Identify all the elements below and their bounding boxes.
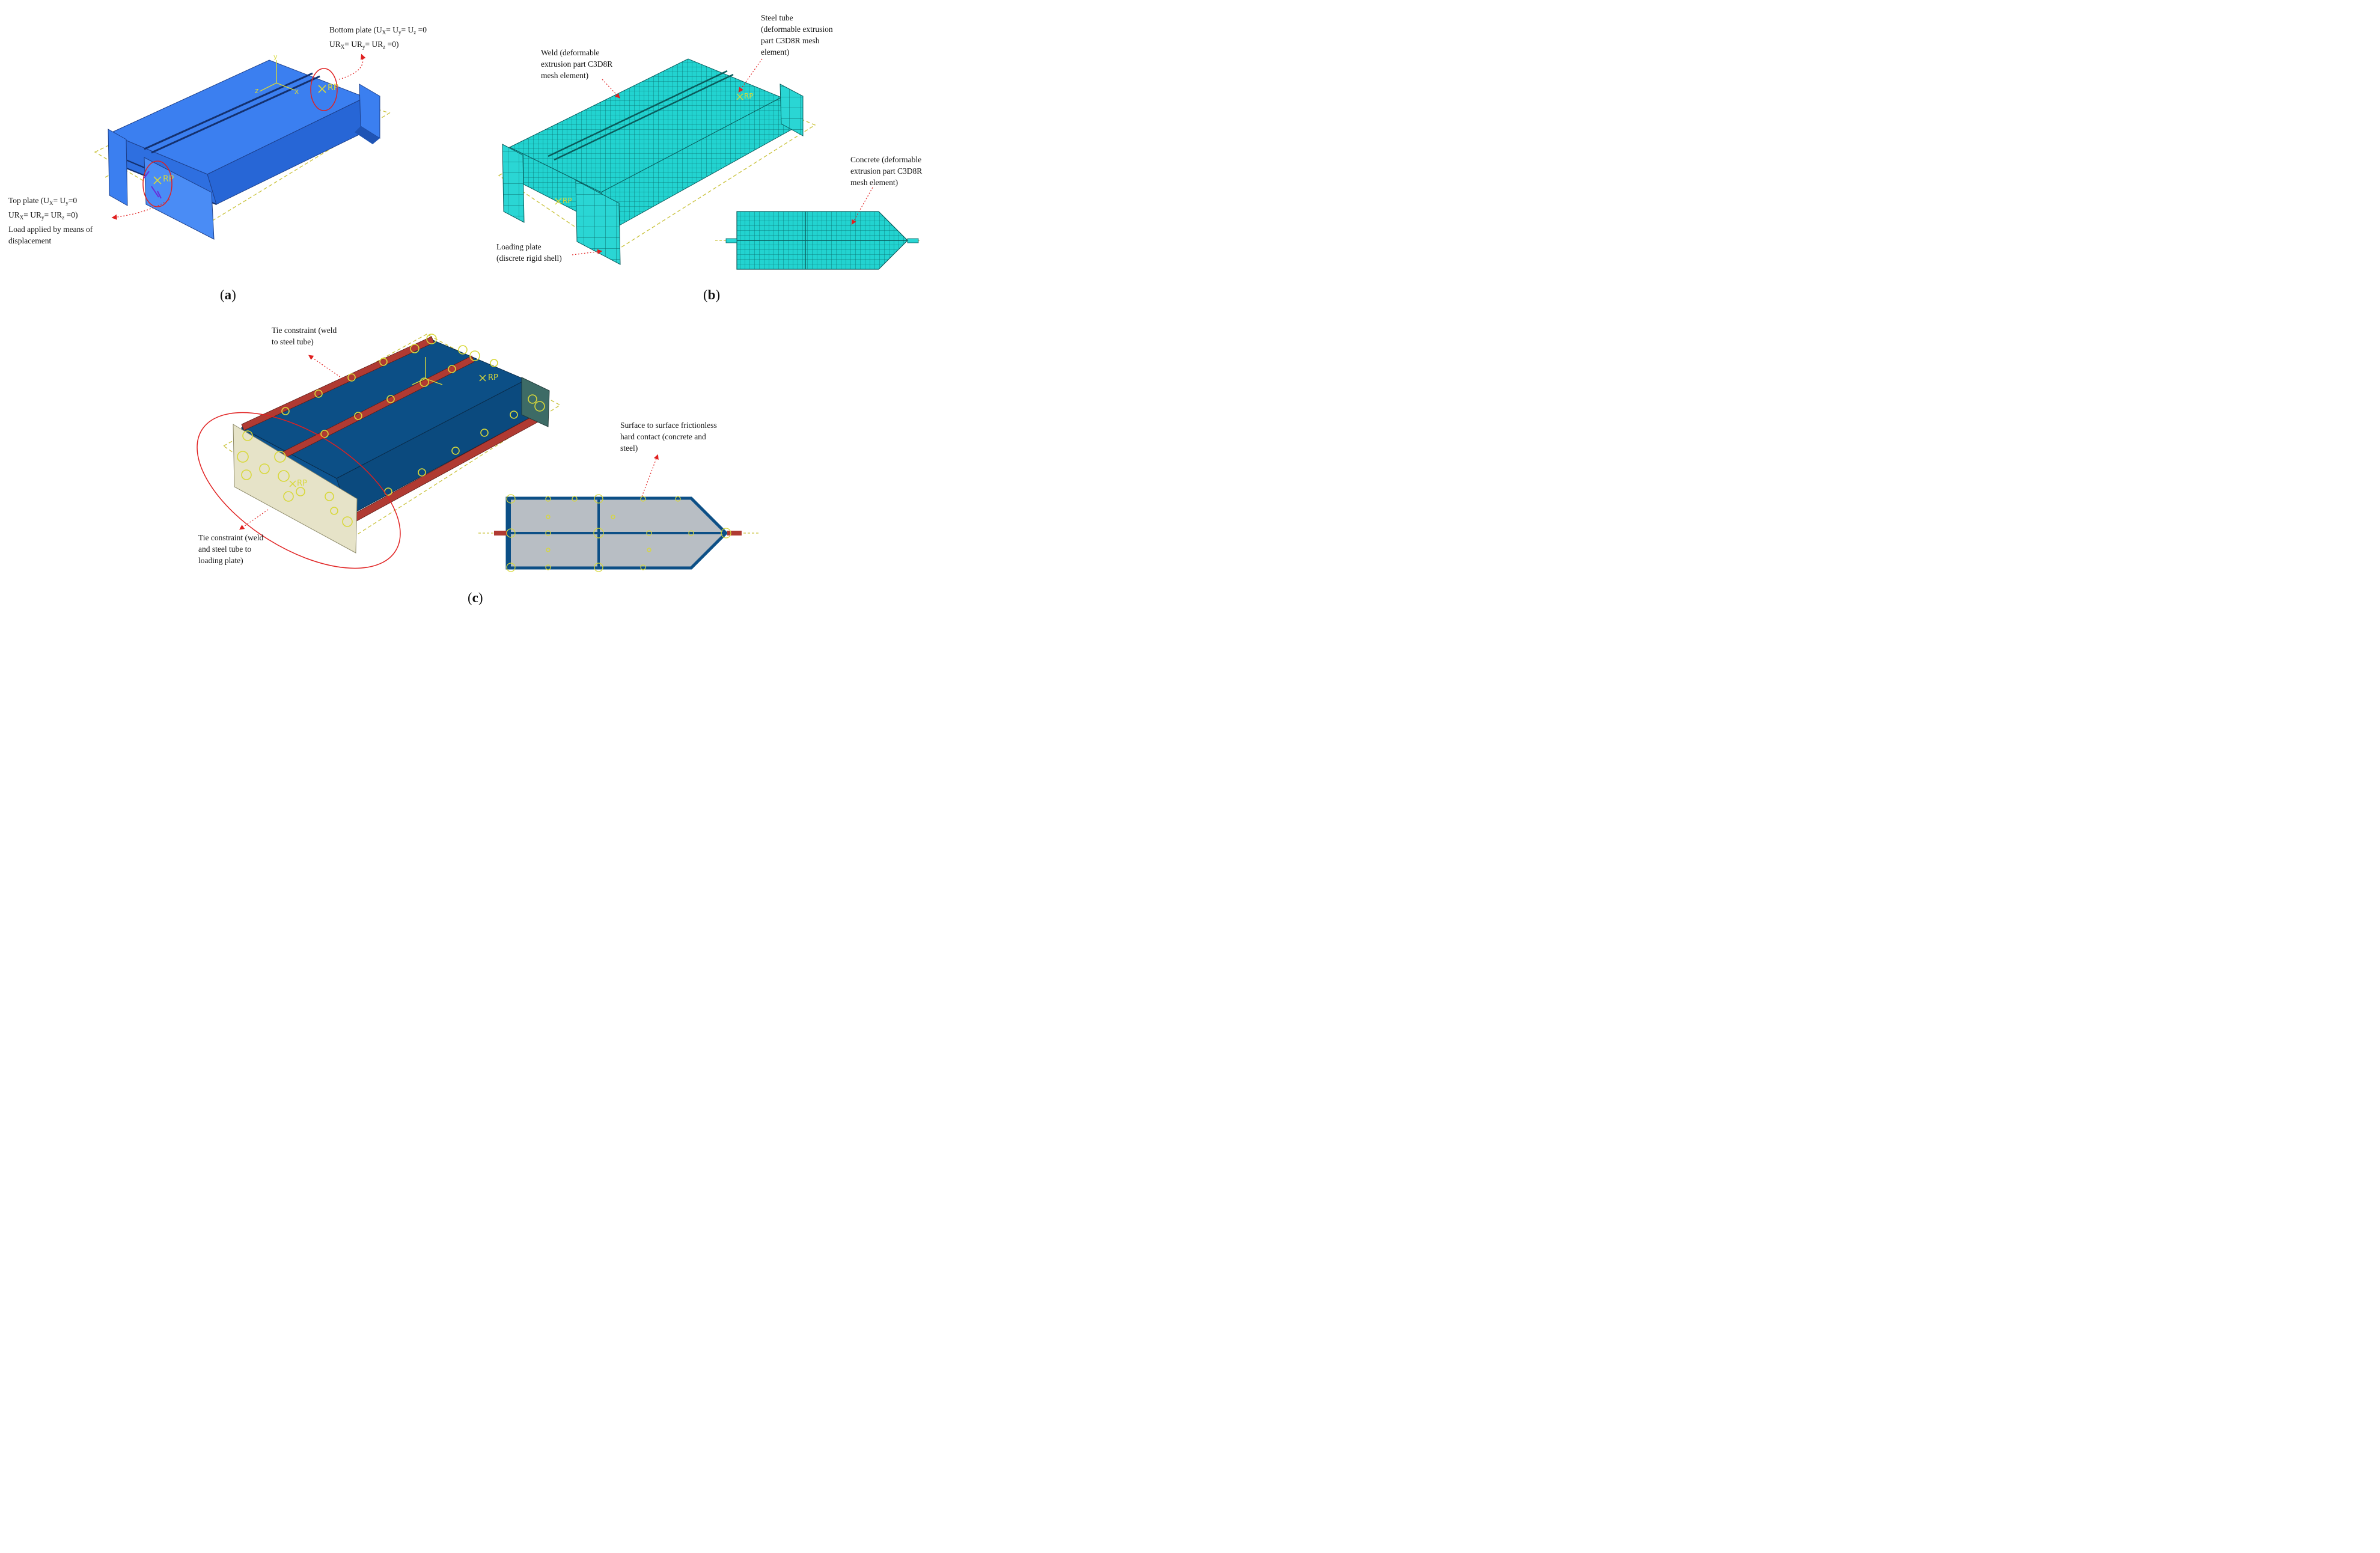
panel-a-leader-top: [338, 53, 366, 80]
panel-a-rp-mark-top: [318, 85, 326, 93]
panel-b-rp-label-top: RP: [744, 92, 754, 100]
panel-c-rp-mark-bottom: [289, 480, 296, 487]
panel-b-weld-strip: [548, 70, 734, 161]
panel-a-shadow-face: [355, 126, 380, 144]
panel-b-leader-concrete: [851, 187, 873, 225]
panel-b-loading-plate-front: [575, 180, 621, 265]
panel-c-tie-top-note: Tie constraint (weld to steel tube): [272, 326, 337, 346]
panel-b-cross-section: [715, 211, 920, 270]
panel-b-loading-plate-note: Loading plate (discrete rigid shell): [496, 242, 562, 263]
panel-b-leader-loading-plate: [572, 249, 603, 255]
panel-c-contact-note: Surface to surface frictionless hard con…: [620, 421, 717, 453]
panel-b-section-weld-right: [907, 238, 919, 243]
panel-c-callout-ellipse: [197, 412, 401, 569]
panel-a-rp-mark-bottom: [153, 176, 162, 185]
panel-c-rp-label-top: RP: [488, 373, 498, 382]
panel-b-model: RP RP: [498, 58, 920, 270]
panel-b-leader-weld: [602, 79, 620, 99]
figure-canvas: z x y RP RP RP RP: [94, 53, 920, 572]
panel-c-leader-tie-top: [308, 355, 343, 379]
panel-a-axis-triad: [259, 60, 295, 92]
panel-b-concrete-note: Concrete (deformable extrusion part C3D8…: [850, 155, 923, 187]
panel-c-leader-tie-bottom: [239, 509, 269, 530]
panel-c-rp-mark-top: [479, 374, 486, 382]
panel-c-leader-contact: [641, 454, 659, 497]
panel-a-bottom-plate-note: Bottom plate (UX= Uy= Uz =0 URX= URy= UR…: [329, 25, 427, 50]
panel-b-rp-mark-top: [736, 93, 743, 100]
panel-c-section-weld-right: [727, 531, 742, 535]
panel-b-loading-plate-back: [780, 84, 804, 136]
panel-c-rp-label-bottom: RP: [297, 479, 307, 488]
panel-a-rp-label-top: RP: [328, 83, 338, 93]
panel-b-steel-tube-note: Steel tube (deformable extrusion part C3…: [761, 13, 833, 56]
panel-a-loading-plate-front: [144, 157, 215, 240]
panel-a-load-arrows: [144, 171, 162, 199]
panel-b-section-weld-left: [725, 238, 737, 243]
panel-c-section-weld-left: [494, 531, 507, 535]
panel-b-caption: (b): [703, 287, 721, 302]
panel-a-caption: (a): [220, 287, 236, 302]
panel-a-axis-x: x: [294, 87, 299, 96]
panel-c-model: RP RP: [197, 334, 758, 572]
panel-c-cross-section: [478, 494, 758, 572]
panel-b-loading-plate-left: [502, 144, 525, 223]
panel-a-model: z x y RP RP: [94, 53, 391, 240]
panel-b-rp-label-bottom: RP: [563, 197, 572, 205]
panel-c-axis-triad: [412, 357, 443, 385]
panel-a-leader-bottom: [111, 199, 170, 220]
panel-b-leader-steel-tube: [738, 58, 763, 93]
panel-a-callout-ellipse-bottom: [142, 160, 172, 207]
panel-c-weld-top: [241, 336, 435, 431]
panel-b-weld-note: Weld (deformable extrusion part C3D8R me…: [541, 48, 613, 80]
panel-c-tie-bottom-note: Tie constraint (weld and steel tube to l…: [198, 533, 264, 565]
panel-b-rp-mark-bottom: [555, 198, 562, 205]
panel-a-axis-y: y: [273, 53, 278, 61]
panel-a-top-plate-note: Top plate (UX= Uy=0 URX= URy= URz =0) Lo…: [8, 196, 93, 245]
panel-a-callout-ellipse-top: [310, 68, 338, 111]
panel-a-axis-z: z: [255, 87, 258, 95]
panel-c-caption: (c): [468, 590, 483, 605]
panel-a-loading-plate-left: [108, 129, 128, 206]
